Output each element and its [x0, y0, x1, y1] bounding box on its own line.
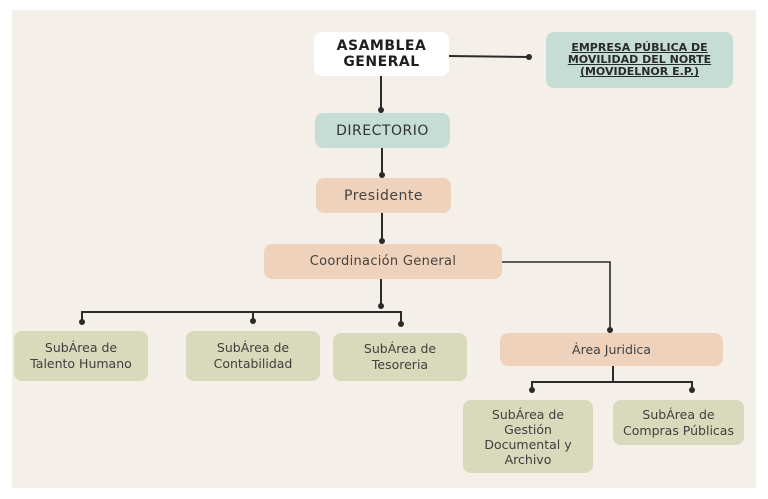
node-label: SubÁrea de Compras Públicas: [623, 406, 734, 438]
connector-dot: [79, 319, 85, 325]
connector-dot: [378, 107, 384, 113]
edge-coordinacion-juridica: [502, 261, 611, 330]
node-area-juridica: Área Juridica: [500, 333, 723, 366]
node-coordinacion-general: Coordinación General: [264, 244, 502, 279]
node-label: Presidente: [344, 187, 423, 204]
node-tesoreria: SubÁrea de Tesoreria: [333, 333, 467, 381]
node-talento-humano: SubÁrea de Talento Humano: [14, 331, 148, 381]
edge-asamblea-empresa: [448, 55, 530, 58]
connector-dot: [250, 318, 256, 324]
edge-juridica-branch-bar: [531, 381, 693, 390]
connector-dot: [379, 172, 385, 178]
node-label: SubÁrea de Tesoreria: [363, 341, 437, 372]
node-label: ASAMBLEA GENERAL: [336, 38, 427, 70]
node-contabilidad: SubÁrea de Contabilidad: [186, 331, 320, 381]
node-asamblea-general: ASAMBLEA GENERAL: [314, 32, 449, 76]
connector-dot: [378, 303, 384, 309]
connector-dot: [529, 387, 535, 393]
node-label: DIRECTORIO: [336, 122, 429, 139]
node-label: Coordinación General: [309, 254, 457, 269]
connector-dot: [689, 387, 695, 393]
node-directorio: DIRECTORIO: [315, 113, 450, 148]
node-gestion-documental: SubÁrea de Gestión Documental y Archivo: [463, 400, 593, 473]
node-label: SubÁrea de Talento Humano: [30, 340, 132, 371]
connector-dot: [398, 321, 404, 327]
connector-dot: [607, 327, 613, 333]
edge-branch-bar-left: [81, 311, 402, 324]
node-empresa-publica: EMPRESA PÚBLICA DE MOVILIDAD DEL NORTE (…: [546, 32, 733, 88]
connector-dot: [379, 238, 385, 244]
node-label: SubÁrea de Contabilidad: [213, 340, 293, 371]
node-compras-publicas: SubÁrea de Compras Públicas: [613, 400, 744, 445]
node-presidente: Presidente: [316, 178, 451, 213]
node-label: SubÁrea de Gestión Documental y Archivo: [484, 406, 572, 467]
connector-dot: [526, 54, 532, 60]
node-label: EMPRESA PÚBLICA DE MOVILIDAD DEL NORTE (…: [567, 41, 712, 78]
node-label: Área Juridica: [572, 342, 651, 357]
